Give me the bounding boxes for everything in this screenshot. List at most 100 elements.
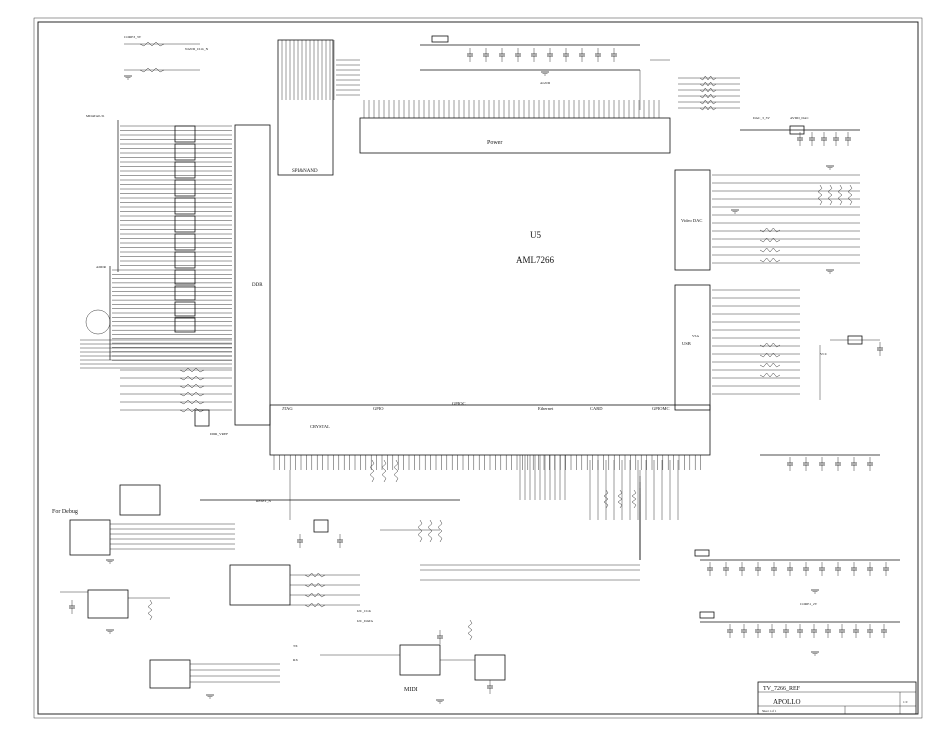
resistor — [304, 572, 326, 578]
resistor — [393, 459, 399, 483]
resistor — [179, 399, 205, 405]
gpioc-section-label: GPIOC — [452, 401, 466, 406]
chip-bottom-section — [269, 404, 711, 456]
gpio-section-label: GPIO — [373, 406, 384, 411]
crystal — [313, 519, 329, 533]
chip-name-label: AML7266 — [516, 255, 554, 265]
i2c-data-label: I2C_DATA — [357, 619, 374, 623]
spi-nand-section-label: SPI&NAND — [292, 169, 318, 174]
tx-label: TX — [293, 644, 298, 648]
dac-supply-label: DAC_3_3V — [753, 116, 770, 120]
rx-label: RX — [293, 658, 298, 662]
ferrite-bead — [699, 611, 715, 619]
ferrite-bead — [789, 125, 805, 135]
resistor — [381, 459, 387, 483]
sheet-number: 1 0 — [903, 700, 908, 704]
drawing-frame — [33, 17, 923, 719]
agnd-label: AGND — [540, 81, 551, 85]
addr-bus-label: ADDR — [96, 265, 107, 269]
resistor — [699, 81, 717, 87]
resistor — [603, 489, 609, 509]
title-block-caption: Sheet 1 of 1 — [762, 709, 777, 713]
mem-bus-label: MDATA0-31 — [86, 114, 105, 118]
ethernet-section-label: Ethernet — [538, 406, 554, 411]
midi-label: MIDI — [404, 687, 418, 693]
resistor — [304, 602, 326, 608]
resistor-pack — [174, 197, 196, 215]
resistor — [369, 459, 375, 483]
resistor — [759, 372, 781, 378]
resistor — [817, 184, 823, 206]
transistor-array — [229, 564, 291, 606]
ddr-section-label: DDR — [252, 283, 263, 288]
resistor — [304, 592, 326, 598]
title-block — [757, 681, 917, 715]
gpiomc-section-label: GPIOMC — [652, 406, 670, 411]
title-text: TV_7266_REF — [763, 686, 801, 692]
resistor-pack — [174, 317, 196, 333]
chip-video-dac-section — [674, 169, 711, 271]
resistor-pack — [174, 161, 196, 179]
reset-label: RESET_N — [256, 499, 271, 503]
ddr-clock-ring — [85, 309, 111, 335]
resistor — [699, 99, 717, 105]
core-1v-label: CORE1_2V — [800, 602, 818, 606]
resistor — [179, 383, 205, 389]
resistor — [699, 105, 717, 111]
resistor — [759, 237, 781, 243]
resistor — [417, 519, 423, 543]
resistor-pack — [174, 125, 196, 143]
ferrite-bead — [694, 549, 710, 557]
resistor — [759, 257, 781, 263]
debug-label: For Debug — [52, 509, 78, 515]
resistor-pack — [119, 484, 161, 516]
chip-ref-label: U5 — [530, 230, 541, 240]
usb-section-label: USB — [682, 341, 691, 346]
resistor-pack — [174, 143, 196, 161]
resistor — [631, 489, 637, 509]
resistor-pack — [194, 409, 210, 427]
resistor — [427, 519, 433, 543]
resistor — [759, 342, 781, 348]
video-dac-section-label: Video DAC — [681, 218, 702, 223]
resistor — [847, 184, 853, 206]
company-text: APOLLO — [773, 698, 801, 706]
i2c-clk-label: I2C_CLK — [357, 609, 371, 613]
chip-u5 — [234, 39, 711, 456]
resistor — [467, 619, 473, 641]
schematic-wires — [60, 40, 900, 683]
resistor-pack — [174, 301, 196, 317]
resistor — [147, 599, 153, 621]
jtag-section-label: JTAG — [282, 406, 293, 411]
avdd-dac-label: AVDD_DAC — [790, 116, 809, 120]
core-3v-label: CORE3_3V — [124, 35, 142, 39]
resistor — [837, 184, 843, 206]
resistor — [827, 184, 833, 206]
resistor — [304, 582, 326, 588]
resistor-pack — [174, 269, 196, 285]
midi-connector — [474, 654, 506, 681]
resistor-pack — [174, 251, 196, 269]
crystal-section-label: CRYSTAL — [310, 424, 330, 429]
resistor — [759, 247, 781, 253]
chip-power-section — [359, 117, 671, 154]
nand-clk-label: NAND_CLK_N — [185, 47, 209, 51]
resistor — [179, 407, 205, 413]
resistor — [437, 519, 443, 543]
ddr-vref-label: DDR_VREF — [210, 432, 228, 436]
reset-ic — [87, 589, 129, 619]
resistor — [139, 41, 165, 47]
ferrite-bead — [847, 335, 863, 345]
resistor — [179, 367, 205, 373]
resistor — [699, 75, 717, 81]
resistor — [759, 362, 781, 368]
power-section-label: Power — [487, 140, 502, 146]
chip-spi-nand-section — [277, 39, 334, 176]
eeprom — [149, 659, 191, 689]
resistor — [179, 391, 205, 397]
resistor — [617, 489, 623, 509]
resistor — [699, 93, 717, 99]
resistor — [179, 375, 205, 381]
ferrite-bead — [431, 35, 449, 43]
resistor — [759, 352, 781, 358]
